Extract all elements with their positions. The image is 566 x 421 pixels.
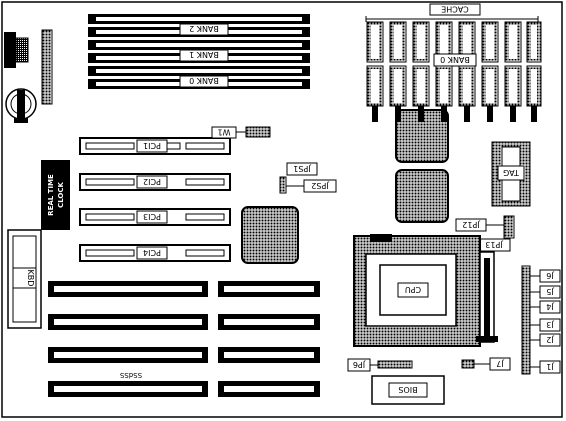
j6-label: J6 [546, 271, 554, 280]
pci3-label: PCI3 [143, 212, 161, 221]
jps1-label: JPS1 [293, 164, 311, 173]
small-print-label: SSdSS [119, 371, 142, 379]
tag-label: TAG [503, 168, 520, 177]
battery [5, 88, 37, 123]
j2-label: J2 [546, 335, 554, 344]
real-time-clock: REAL TIME CLOCK [41, 160, 70, 230]
pci-slot-3: PCI3 [79, 208, 231, 226]
keyboard-connector: KBD [7, 229, 42, 329]
jumper-jp13: JP13 [477, 238, 511, 252]
connector-j3: J3 [530, 318, 561, 332]
pci-slot-1: PCI1 [79, 137, 231, 155]
w1-label: W1 [218, 128, 231, 137]
cache-label: CACHE [441, 5, 469, 14]
chipset-left [241, 206, 299, 264]
pci2-label: PCI2 [143, 177, 161, 186]
jps2-label: JPS2 [311, 181, 329, 190]
j5-label: J5 [546, 287, 554, 296]
j3-label: J3 [546, 320, 554, 329]
pci4-label: PCI4 [143, 248, 161, 257]
pci1-label: PCI1 [143, 141, 161, 150]
chipset-middle [395, 169, 449, 223]
pci-slot-2: PCI2 [79, 173, 231, 191]
isa-slots [48, 281, 320, 397]
cpu-label: CPU [405, 285, 421, 294]
bank-0-label: BANK 0 [189, 76, 219, 85]
pin-column [41, 29, 53, 105]
tag-chip: TAG [491, 141, 531, 207]
pci-slot-4: PCI4 [79, 244, 231, 262]
power-connector [4, 32, 29, 68]
pci-slots: PCI1 PCI2 PCI3 PCI4 [79, 137, 231, 262]
cache-chips: BANK 0 [366, 21, 542, 122]
jp6-label: JP6 [353, 360, 366, 369]
jumper-pins-jps [279, 176, 287, 194]
j4-label: J4 [546, 302, 554, 311]
jumper-jp6: JP6 [347, 358, 413, 372]
jumper-w1: W1 [211, 126, 271, 139]
jp12-label: JP12 [462, 220, 480, 229]
simm-bank-1: BANK 1 [88, 40, 310, 63]
bank-2-label: BANK 2 [189, 24, 219, 33]
simm-banks: BANK 2 BANK 1 BANK 0 [88, 14, 310, 89]
connector-j6: J6 [530, 269, 561, 283]
kbd-label: KBD [26, 270, 35, 287]
j1-label: J1 [546, 362, 554, 371]
jp13-label: JP13 [485, 240, 503, 249]
header-pins-right [521, 265, 531, 375]
connector-j1: J1 [530, 360, 561, 374]
connector-j4: J4 [530, 300, 561, 314]
cache-bank0-label: BANK 0 [440, 55, 470, 64]
simm-bank-0: BANK 0 [88, 66, 310, 89]
jumper-jp12: JP12 [455, 215, 515, 239]
j7-label: J7 [496, 359, 504, 368]
connector-j5: J5 [530, 285, 561, 299]
jumper-jps1: JPS1 [286, 162, 318, 176]
bios-chip: BIOS [371, 375, 445, 405]
connector-j2: J2 [530, 333, 561, 347]
rtc-label-2: CLOCK [57, 182, 65, 208]
simm-bank-2: BANK 2 [88, 14, 310, 37]
bios-label: BIOS [398, 385, 417, 394]
jumper-jps2: JPS2 [286, 179, 337, 193]
cache-bank: CACHE [365, 3, 539, 22]
cpu-socket: CPU [353, 234, 481, 347]
bank-1-label: BANK 1 [189, 50, 219, 59]
connector-j7: J7 [461, 357, 511, 371]
rtc-label-1: REAL TIME [47, 174, 55, 216]
cpu-lever [476, 251, 498, 343]
